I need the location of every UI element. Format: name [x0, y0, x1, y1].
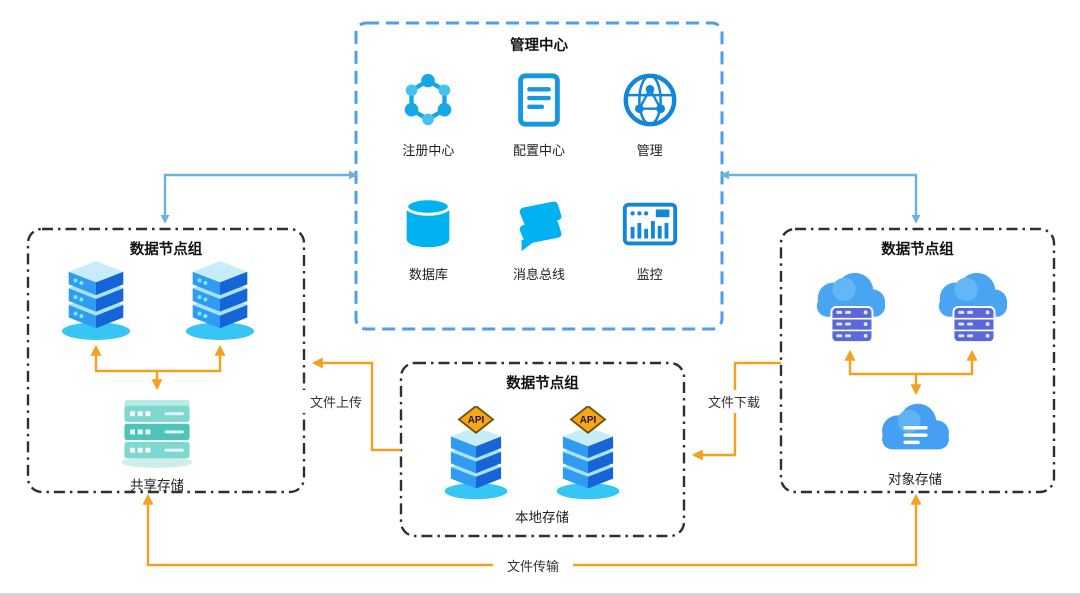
shared-storage-label: 共享存储 [130, 478, 184, 493]
right-servers-fork-arrow [844, 349, 978, 376]
management-center-title: 管理中心 [510, 38, 568, 54]
api-server-icon: API [440, 406, 512, 501]
api-server-icon: API [552, 406, 624, 501]
mgmt-item-label: 监控 [636, 267, 663, 282]
mgmt-item-label: 数据库 [408, 267, 448, 282]
config-center-icon [508, 69, 570, 131]
object-storage-icon [872, 396, 958, 460]
right-node-group: 数据节点组 [780, 228, 1055, 493]
management-center-group: 管理中心 注册中心 [355, 22, 723, 330]
server-stack-icon [181, 256, 259, 342]
page-edge-divider [0, 593, 1080, 595]
mgmt-item-registry: 注册中心 [373, 69, 484, 159]
right-node-group-title: 数据节点组 [881, 242, 954, 258]
api-badge-label: API [580, 415, 597, 426]
mgmt-item-message-bus: 消息总线 [484, 193, 595, 283]
left-node-group: 数据节点组 [27, 228, 305, 493]
mgmt-item-label: 消息总线 [512, 267, 565, 282]
message-bus-icon [508, 193, 570, 255]
object-storage-label: 对象存储 [888, 472, 942, 487]
center-node-group-title: 数据节点组 [506, 376, 579, 392]
cloud-server-icon [807, 266, 893, 348]
mgmt-item-label: 配置中心 [512, 143, 565, 158]
cloud-server-icon [929, 266, 1015, 348]
mgmt-item-config: 配置中心 [484, 69, 595, 159]
manage-globe-icon [619, 69, 681, 131]
database-icon [397, 193, 459, 255]
registry-center-icon [397, 69, 459, 131]
file-download-label: 文件下载 [698, 390, 770, 413]
monitor-icon [619, 193, 681, 255]
mgmt-item-monitor: 监控 [594, 193, 705, 283]
left-node-group-title: 数据节点组 [129, 242, 203, 258]
file-upload-label: 文件上传 [302, 390, 370, 413]
mgmt-right-link-arrow [720, 170, 921, 224]
file-transfer-label: 文件传输 [493, 554, 573, 577]
mgmt-item-manage: 管理 [594, 69, 705, 159]
mgmt-item-label: 管理 [636, 143, 663, 158]
shared-storage-icon [111, 392, 203, 469]
server-stack-icon [57, 256, 135, 342]
file-upload-arrow [311, 357, 401, 452]
mgmt-left-link-arrow [160, 170, 358, 224]
mgmt-item-label: 注册中心 [402, 143, 455, 158]
right-node-group-border [779, 227, 1056, 494]
mgmt-item-database: 数据库 [373, 193, 484, 283]
center-node-group: 数据节点组 API [400, 362, 685, 537]
left-node-group-border [26, 227, 306, 494]
api-badge-label: API [468, 415, 485, 426]
management-center-grid: 注册中心 配置中心 [355, 55, 723, 283]
local-storage-label: 本地存储 [515, 510, 569, 525]
